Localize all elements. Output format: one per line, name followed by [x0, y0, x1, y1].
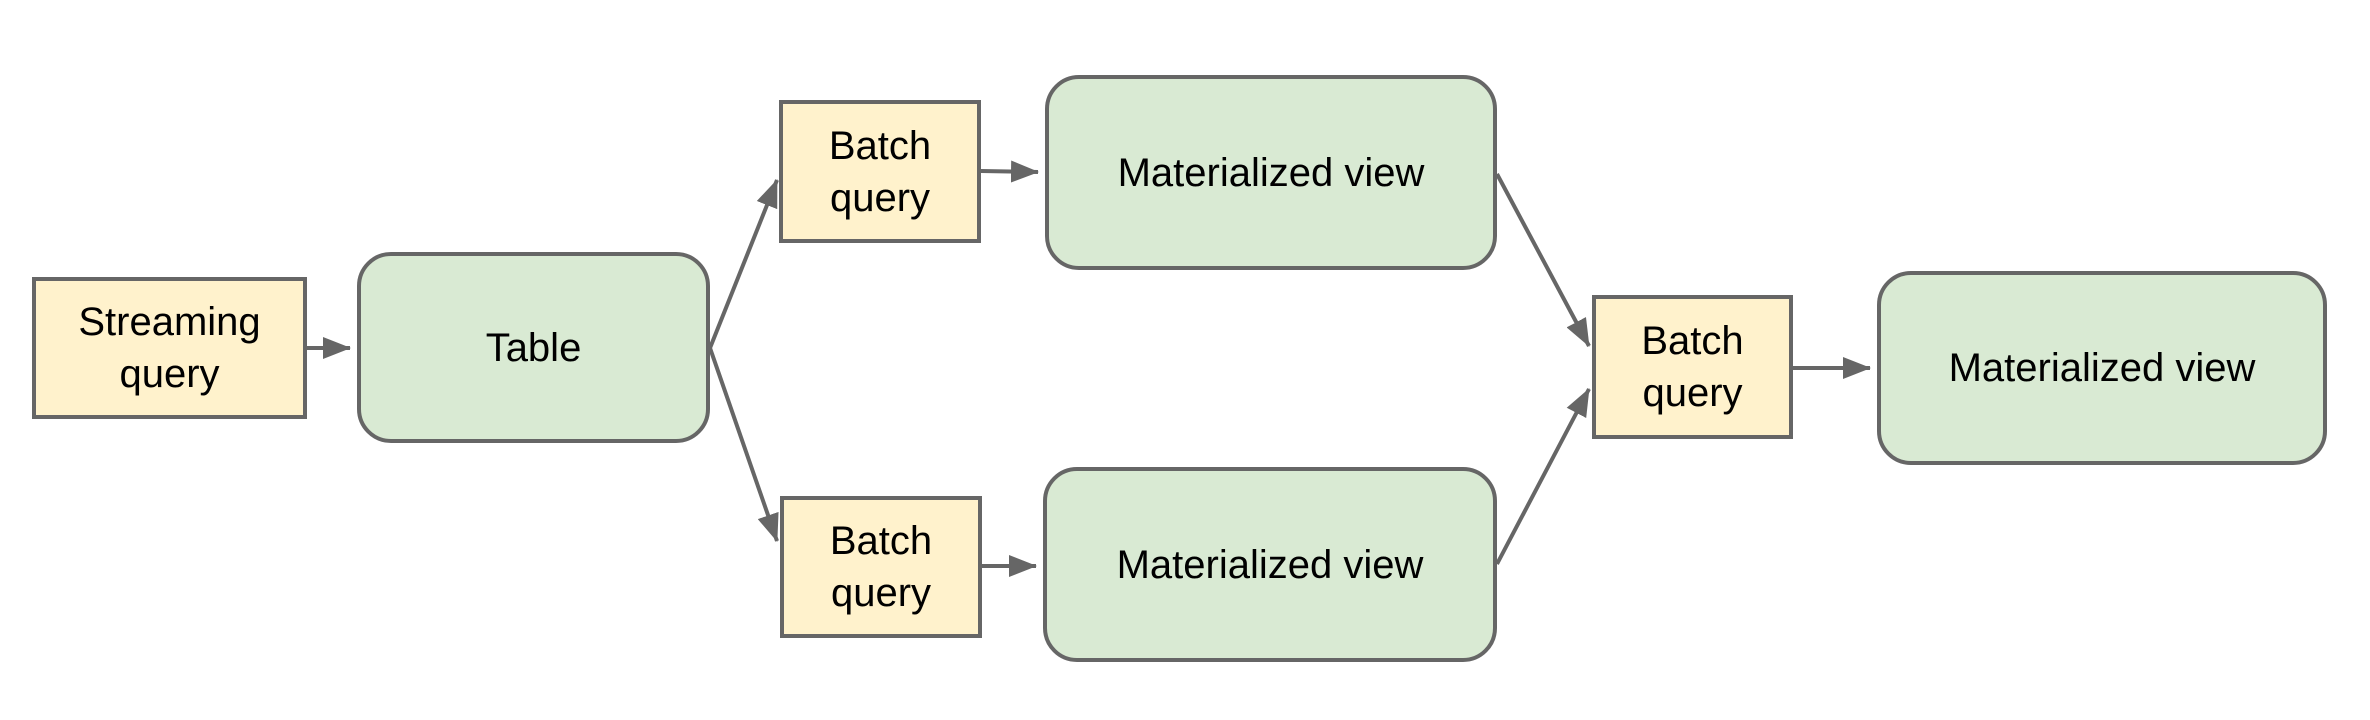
- node-batch-query-bottom: Batch query: [780, 496, 982, 638]
- node-batch-query-top-label: Batch query: [828, 123, 932, 220]
- node-batch-query-merge: Batch query: [1592, 295, 1793, 439]
- node-materialized-view-bottom-label: Materialized view: [1116, 542, 1424, 587]
- node-materialized-view-top: Materialized view: [1045, 75, 1497, 270]
- arrow-table-to-batch-query-top: [708, 179, 779, 349]
- node-streaming-query: Streaming query: [32, 277, 307, 419]
- node-materialized-view-final-label: Materialized view: [1948, 346, 2256, 390]
- node-batch-query-bottom-label: Batch query: [829, 519, 933, 615]
- node-materialized-view-top-label: Materialized view: [1117, 150, 1425, 195]
- node-batch-query-merge-label: Batch query: [1641, 319, 1744, 415]
- arrow-materialized-view-bottom-to-batch-query-merge: [1495, 388, 1591, 565]
- node-batch-query-top: Batch query: [779, 100, 981, 243]
- node-materialized-view-final: Materialized view: [1877, 271, 2327, 465]
- node-table-label: Table: [485, 325, 582, 370]
- node-table: Table: [357, 252, 710, 443]
- node-streaming-query-label: Streaming query: [78, 300, 261, 396]
- arrow-table-to-batch-query-bottom: [708, 347, 779, 542]
- node-materialized-view-bottom: Materialized view: [1043, 467, 1497, 662]
- arrow-batch-query-top-to-materialized-view-top: [980, 160, 1039, 183]
- arrow-materialized-view-top-to-batch-query-merge: [1495, 173, 1591, 347]
